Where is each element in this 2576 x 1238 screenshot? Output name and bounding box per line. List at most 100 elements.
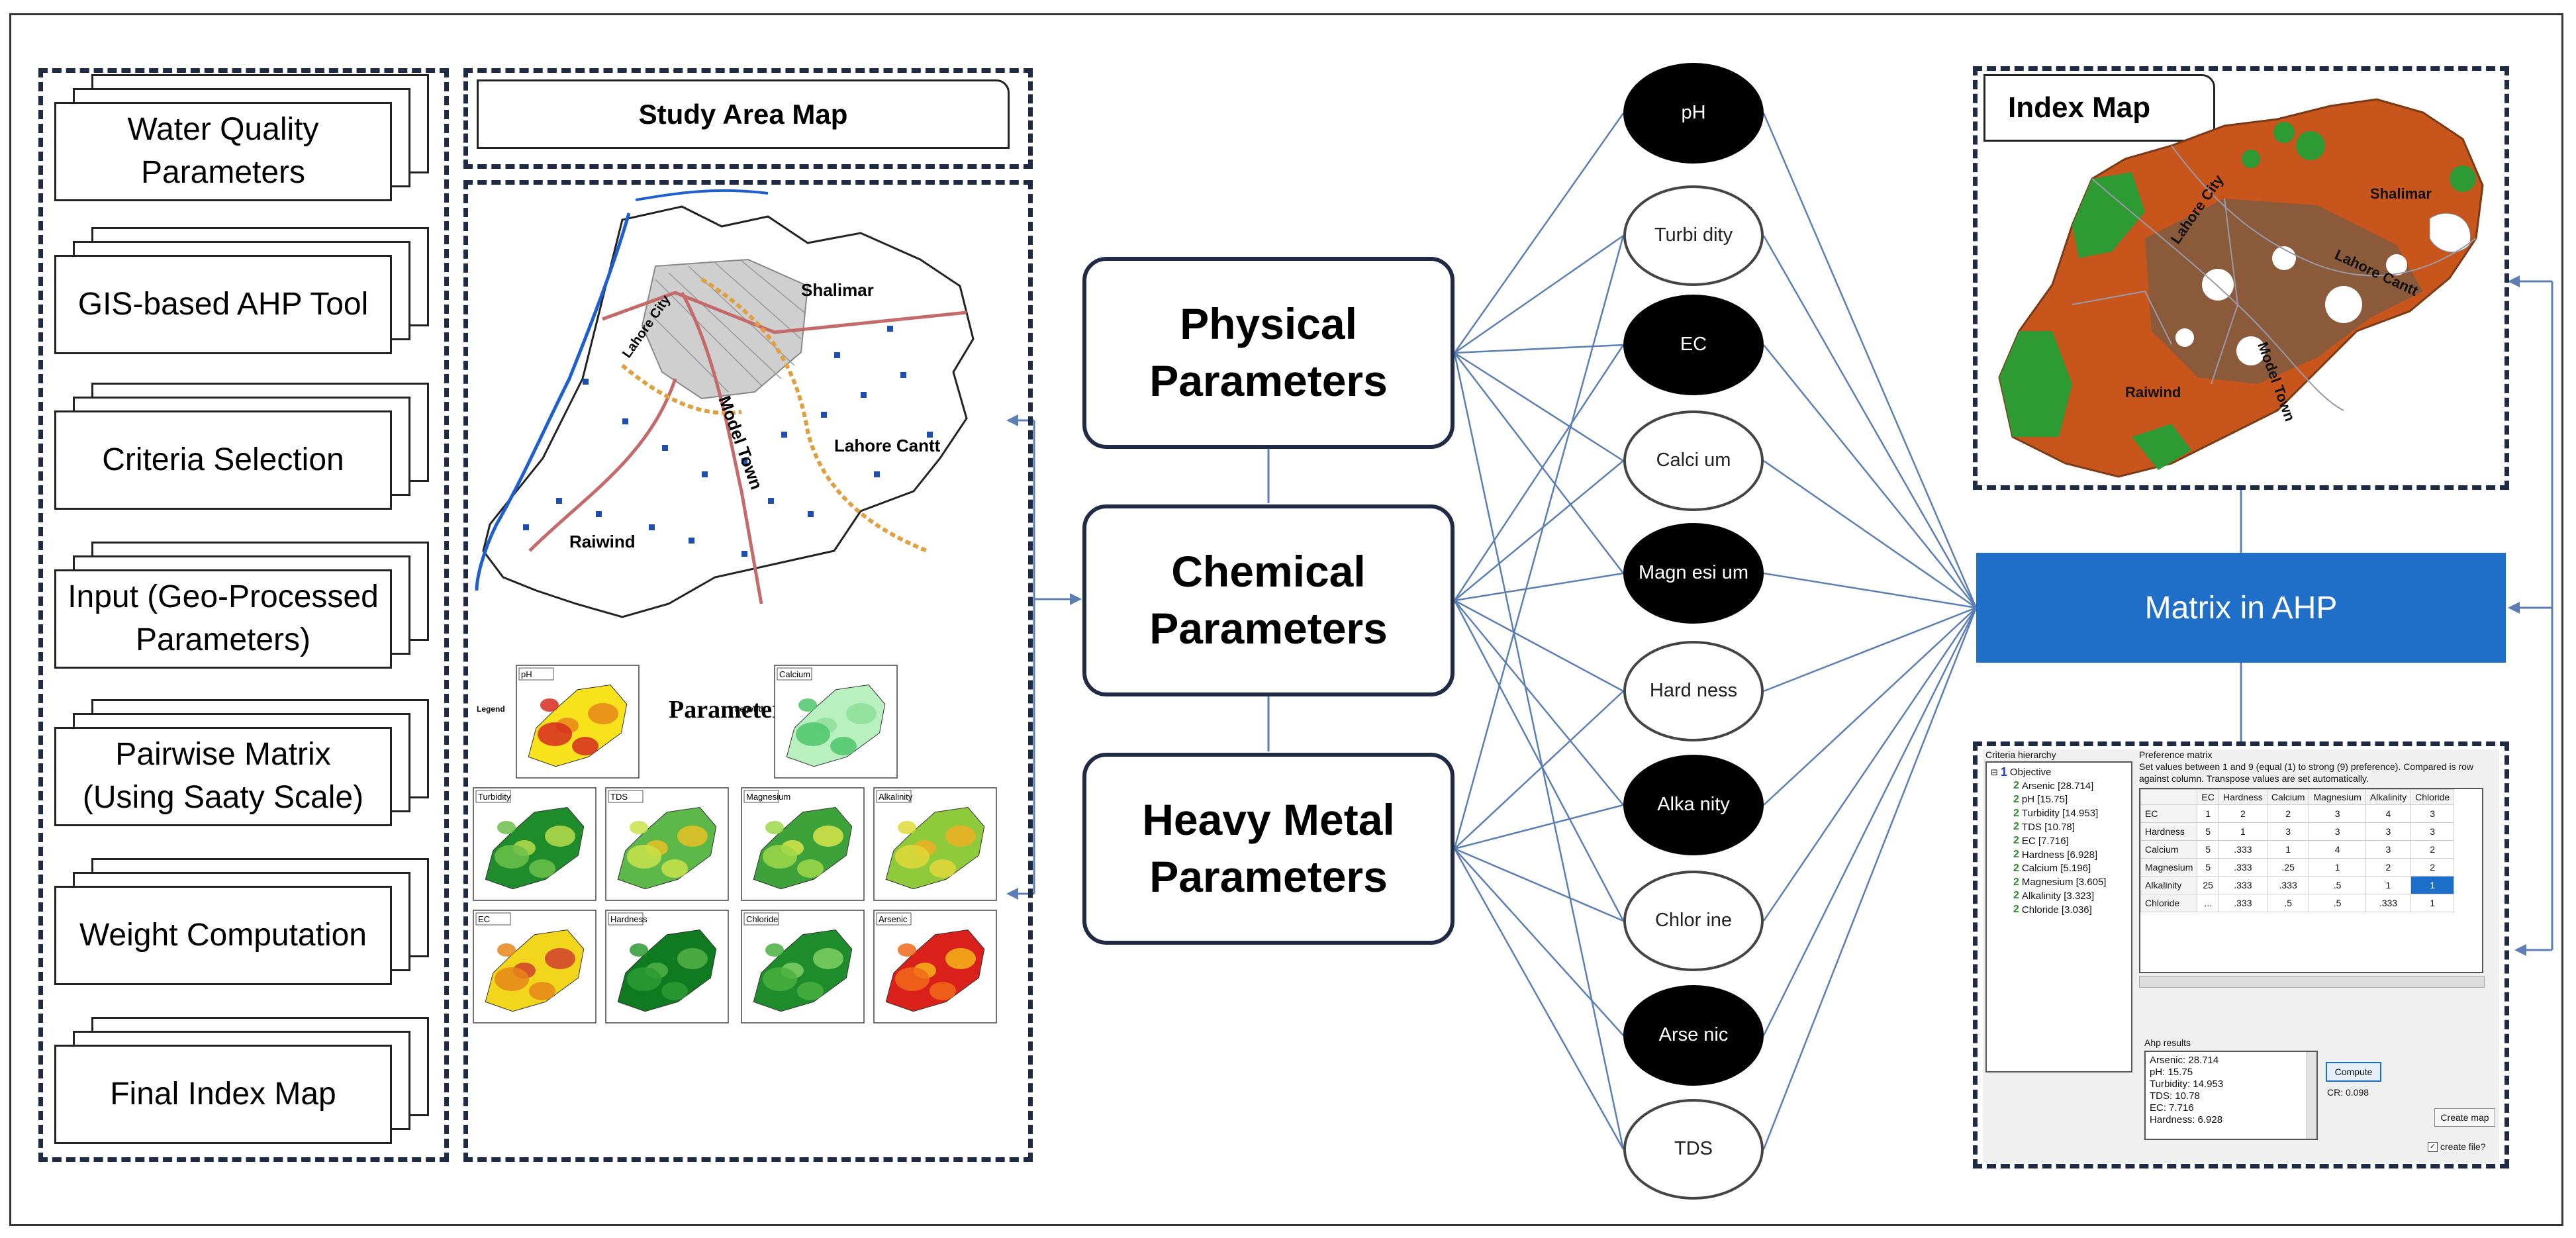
matrix-cell[interactable]: 3: [2309, 822, 2366, 841]
create-map-button[interactable]: Create map: [2434, 1108, 2495, 1127]
column-header: Hardness: [2218, 789, 2267, 805]
matrix-cell[interactable]: .333: [2266, 876, 2310, 894]
map-label-lahore-cantt: Lahore Cantt: [834, 436, 941, 455]
create-file-checkbox[interactable]: ✓: [2428, 1141, 2438, 1152]
parameter-map-label: Alkalinity: [879, 792, 913, 802]
matrix-cell[interactable]: 1: [2410, 894, 2455, 912]
matrix-cell[interactable]: .5: [2309, 876, 2366, 894]
matrix-cell[interactable]: 5: [2197, 858, 2219, 877]
column-header: EC: [2197, 789, 2219, 805]
workflow-step-label: Weight Computation: [54, 886, 392, 985]
matrix-cell[interactable]: .333: [2218, 858, 2267, 877]
matrix-cell[interactable]: .333: [2218, 876, 2267, 894]
matrix-cell[interactable]: ...: [2197, 894, 2219, 912]
category-parameter-link: [1454, 600, 1624, 806]
parameter-map-panel: Calcium: [774, 665, 898, 779]
matrix-cell[interactable]: .333: [2365, 894, 2412, 912]
results-scrollbar[interactable]: [2307, 1052, 2316, 1139]
parameter-node: Alka nity: [1623, 755, 1764, 855]
category-parameter-link: [1454, 344, 1624, 354]
level-two-icon: 2: [2013, 848, 2019, 860]
matrix-cell[interactable]: 2: [2266, 804, 2310, 823]
matrix-cell[interactable]: .333: [2218, 894, 2267, 912]
matrix-cell[interactable]: 25: [2197, 876, 2219, 894]
index-map: Shalimar Lahore City Lahore Cantt Model …: [1998, 98, 2484, 478]
row-header: Calcium: [2140, 840, 2198, 859]
matrix-cell[interactable]: 2: [2218, 804, 2267, 823]
workflow-step: GIS-based AHP Tool: [54, 227, 429, 354]
matrix-cell[interactable]: 5: [2197, 840, 2219, 859]
collapse-icon[interactable]: ⊟: [1991, 767, 1998, 777]
matrix-cell[interactable]: 1: [2218, 822, 2267, 841]
parameter-map-panel: EC: [473, 910, 596, 1024]
matrix-cell[interactable]: 2: [2365, 858, 2412, 877]
column-header: Calcium: [2266, 789, 2310, 805]
workflow-step-label: GIS-based AHP Tool: [54, 255, 392, 354]
matrix-cell[interactable]: 3: [2410, 822, 2455, 841]
parameter-map-panel: Magnesium: [741, 787, 865, 901]
category-parameter-link: [1454, 847, 1624, 922]
matrix-cell[interactable]: 5: [2197, 822, 2219, 841]
preference-matrix-title: Preference matrix: [2139, 749, 2213, 760]
parameter-matrix-link: [1762, 607, 1978, 1150]
level-two-icon: 2: [2013, 876, 2019, 888]
tree-objective[interactable]: ⊟ 1 Objective: [1991, 765, 2127, 779]
parameter-node: Hard ness: [1623, 641, 1764, 741]
column-header: Chloride: [2410, 789, 2455, 805]
matrix-cell[interactable]: 3: [2309, 804, 2366, 823]
cr-value: CR: 0.098: [2327, 1087, 2369, 1098]
create-file-label: create file?: [2440, 1141, 2486, 1152]
matrix-cell[interactable]: 1: [2266, 840, 2310, 859]
category-parameter-link: [1453, 113, 1625, 354]
category-parameter-link: [1453, 344, 1625, 601]
study-area-map: Shalimar Lahore Cantt Raiwind Model Town…: [475, 189, 975, 618]
matrix-cell[interactable]: 1: [2197, 804, 2219, 823]
compute-button[interactable]: Compute: [2326, 1062, 2381, 1082]
workflow-step: Pairwise Matrix (Using Saaty Scale): [54, 699, 429, 826]
matrix-cell[interactable]: 4: [2309, 840, 2366, 859]
matrix-cell[interactable]: .5: [2309, 894, 2366, 912]
matrix-cell[interactable]: 1: [2365, 876, 2412, 894]
matrix-cell[interactable]: 2: [2410, 858, 2455, 877]
parameter-matrix-link: [1762, 607, 1978, 1036]
study-area-panel: [463, 180, 1033, 1162]
parameter-matrix-link: [1762, 235, 1978, 608]
category-parameter-link: [1454, 234, 1624, 354]
parameter-matrix-link: [1763, 344, 1977, 608]
matrix-cell[interactable]: 4: [2365, 804, 2412, 823]
workflow-step-label: Water Quality Parameters: [54, 102, 392, 201]
matrix-cell[interactable]: .25: [2266, 858, 2310, 877]
matrix-cell[interactable]: 3: [2365, 822, 2412, 841]
criteria-label: TDS [10.78]: [2021, 822, 2075, 833]
matrix-cell[interactable]: 2: [2410, 840, 2455, 859]
matrix-cell[interactable]: 3: [2365, 840, 2412, 859]
matrix-cell[interactable]: 3: [2266, 822, 2310, 841]
matrix-scrollbar[interactable]: [2139, 976, 2485, 988]
study-area-header-panel: [463, 68, 1033, 169]
create-file-option[interactable]: ✓ create file?: [2428, 1141, 2485, 1152]
category-parameter-link: [1454, 690, 1624, 849]
matrix-cell[interactable]: 1: [2410, 876, 2455, 894]
parameter-map-label: Magnesium: [746, 792, 790, 802]
matrix-cell[interactable]: .5: [2266, 894, 2310, 912]
criteria-label: Hardness [6.928]: [2021, 849, 2098, 861]
matrix-cell[interactable]: 3: [2410, 804, 2455, 823]
matrix-cell[interactable]: 1: [2309, 858, 2366, 877]
map-label-shalimar: Shalimar: [801, 280, 874, 300]
parameter-matrix-link: [1763, 607, 1977, 806]
category-parameter-link: [1454, 599, 1624, 692]
matrix-cell[interactable]: .333: [2218, 840, 2267, 859]
objective-label: Objective: [2009, 767, 2052, 778]
